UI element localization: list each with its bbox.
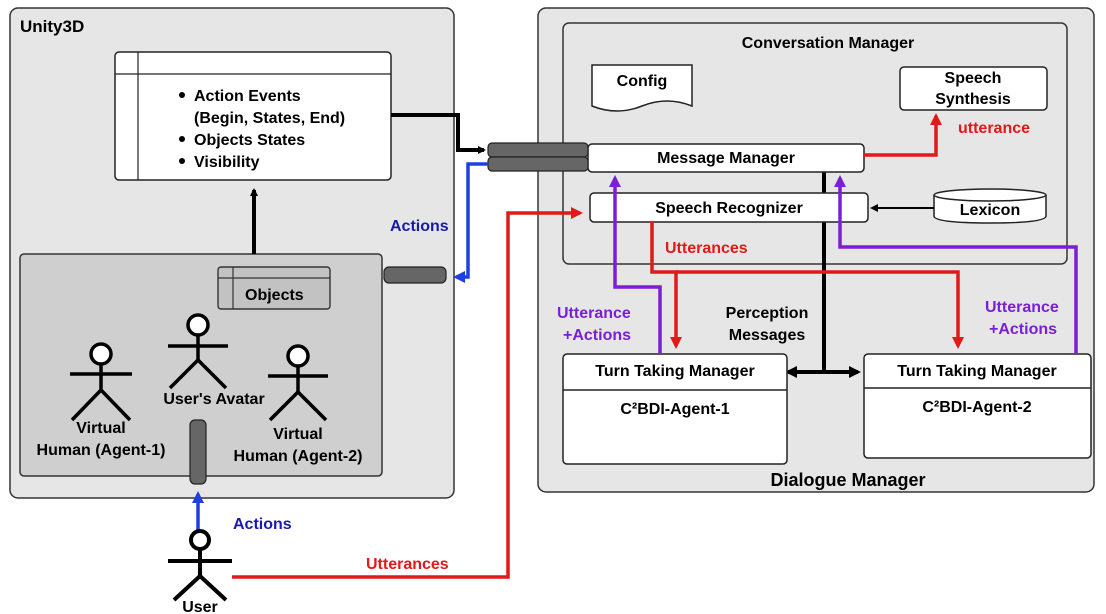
- turn-taking-manager-2: Turn Taking Manager C²BDI-Agent-2: [863, 353, 1092, 459]
- agent1-to-message-arrow: [609, 175, 662, 354]
- turn-taking-manager-1: Turn Taking Manager C²BDI-Agent-1: [562, 353, 788, 465]
- agent-1-name: C²BDI-Agent-1: [620, 401, 729, 418]
- events-item-begin-states-end: (Begin, States, End): [194, 110, 345, 127]
- speech-synthesis-label-line2: Synthesis: [935, 91, 1011, 108]
- turn-taking-1-label: Turn Taking Manager: [595, 363, 754, 380]
- agent-2-label-line1: Virtual: [273, 426, 323, 443]
- agent-2-name: C²BDI-Agent-2: [922, 399, 1031, 416]
- message-to-synthesis-arrow: [864, 113, 942, 157]
- speech-recognizer-box: Speech Recognizer: [589, 192, 869, 223]
- users-avatar-figure: [168, 313, 228, 390]
- speech-recognizer-label: Speech Recognizer: [655, 200, 803, 217]
- unity3d-title: Unity3D: [20, 17, 84, 36]
- actions-to-avatar-arrow: [453, 162, 488, 283]
- connector-pads: [189, 142, 589, 485]
- actions-label-top: Actions: [390, 218, 449, 235]
- lexicon-label: Lexicon: [960, 202, 1020, 219]
- utterances-label-user: Utterances: [366, 556, 449, 573]
- agent-1-label-line1: Virtual: [76, 420, 126, 437]
- utterance-actions-right-line2: +Actions: [989, 321, 1057, 338]
- utterance-actions-right-line1: Utterance: [985, 299, 1059, 316]
- user-figure: [168, 529, 232, 602]
- utterance-label-synth: utterance: [958, 120, 1030, 137]
- agent2-to-message-arrow: [834, 175, 1078, 354]
- config-document: Config: [591, 64, 693, 112]
- utterances-label-recognizer: Utterances: [665, 240, 748, 257]
- perception-messages-line1: Perception: [726, 305, 809, 322]
- lexicon-database: Lexicon: [933, 188, 1047, 224]
- utterance-actions-left-line2: +Actions: [563, 327, 631, 344]
- events-item-action-events: Action Events: [194, 88, 301, 105]
- speech-synthesis-label-line1: Speech: [945, 70, 1002, 87]
- actions-label-bottom: Actions: [233, 516, 292, 533]
- message-manager-box: Message Manager: [587, 143, 865, 173]
- config-label: Config: [617, 73, 668, 90]
- user-label: User: [182, 599, 218, 614]
- perception-messages-line2: Messages: [729, 327, 806, 344]
- recognizer-to-turn-taking-arrows: [650, 222, 964, 349]
- events-item-visibility: Visibility: [194, 154, 260, 171]
- message-manager-label: Message Manager: [657, 150, 795, 167]
- agent-2-figure: [268, 344, 328, 422]
- user-utterances-arrow: [232, 207, 583, 579]
- speech-synthesis-box: Speech Synthesis: [899, 66, 1048, 111]
- events-item-objects-states: Objects States: [194, 132, 305, 149]
- agent-1-figure: [70, 342, 132, 422]
- utterance-actions-left-line1: Utterance: [557, 305, 631, 322]
- users-avatar-label: User's Avatar: [163, 391, 264, 408]
- events-box: Action Events (Begin, States, End) Objec…: [114, 51, 392, 181]
- conversation-manager-title: Conversation Manager: [742, 35, 914, 52]
- events-to-message-arrow: [391, 113, 486, 154]
- objects-box: Objects: [217, 266, 331, 310]
- agent-2-label-line2: Human (Agent-2): [234, 448, 363, 465]
- turn-taking-2-label: Turn Taking Manager: [897, 363, 1056, 380]
- objects-label: Objects: [245, 287, 304, 304]
- agent-1-label-line2: Human (Agent-1): [37, 442, 166, 459]
- dialogue-manager-title: Dialogue Manager: [770, 470, 925, 490]
